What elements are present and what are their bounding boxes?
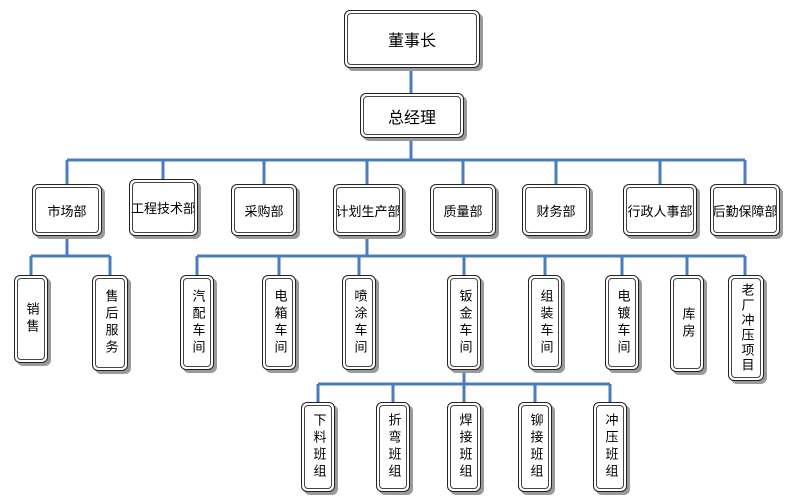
node-team-bending: 折弯班组 bbox=[376, 402, 410, 492]
node-dept-quality: 质量部 bbox=[430, 184, 496, 236]
node-label: 后勤保障部 bbox=[712, 204, 778, 220]
node-label: 市场部 bbox=[47, 204, 87, 220]
node-gm: 总经理 bbox=[360, 93, 464, 138]
node-label: 老厂冲压项目 bbox=[738, 283, 754, 373]
node-old-factory-stamping: 老厂冲压项目 bbox=[728, 275, 764, 381]
node-label: 计划生产部 bbox=[335, 204, 401, 220]
node-label: 焊接班组 bbox=[456, 413, 472, 481]
node-sales: 销售 bbox=[14, 275, 48, 363]
node-dept-finance: 财务部 bbox=[522, 184, 590, 236]
node-label: 董事长 bbox=[387, 31, 436, 50]
node-label: 电箱车间 bbox=[271, 288, 287, 357]
node-team-riveting: 铆接班组 bbox=[518, 402, 552, 492]
node-label: 下料班组 bbox=[310, 413, 326, 481]
node-workshop-assembly: 组装车间 bbox=[528, 275, 562, 370]
node-label: 销售 bbox=[23, 302, 39, 336]
node-label: 采购部 bbox=[244, 204, 284, 220]
node-workshop-plating: 电镀车间 bbox=[605, 275, 639, 370]
node-label: 工程技术部 bbox=[130, 202, 196, 217]
node-dept-hr: 行政人事部 bbox=[623, 184, 697, 236]
node-label: 电镀车间 bbox=[614, 288, 630, 357]
node-dept-logistics: 后勤保障部 bbox=[710, 184, 780, 236]
node-label: 喷涂车间 bbox=[351, 288, 367, 357]
node-label: 钣金车间 bbox=[456, 288, 472, 357]
node-label: 折弯班组 bbox=[385, 413, 401, 481]
node-label: 总经理 bbox=[387, 107, 436, 127]
node-team-stamping: 冲压班组 bbox=[593, 402, 627, 492]
node-workshop-sheet-metal: 钣金车间 bbox=[447, 275, 481, 370]
node-workshop-auto-parts: 汽配车间 bbox=[180, 275, 214, 370]
node-team-cutting: 下料班组 bbox=[301, 402, 335, 492]
node-after-sales: 售后服务 bbox=[92, 275, 128, 371]
node-label: 库房 bbox=[679, 306, 695, 341]
node-label: 组装车间 bbox=[537, 288, 553, 357]
node-dept-engineering: 工程技术部 bbox=[129, 179, 198, 236]
node-chairman: 董事长 bbox=[344, 10, 480, 68]
node-label: 铆接班组 bbox=[527, 413, 543, 481]
node-label: 汽配车间 bbox=[189, 288, 205, 357]
node-workshop-spraying: 喷涂车间 bbox=[342, 275, 376, 370]
node-warehouse: 库房 bbox=[670, 275, 704, 372]
node-label: 财务部 bbox=[536, 204, 576, 220]
node-dept-market: 市场部 bbox=[32, 184, 102, 236]
node-dept-procurement: 采购部 bbox=[231, 184, 297, 236]
node-label: 质量部 bbox=[443, 204, 483, 220]
node-label: 行政人事部 bbox=[627, 204, 693, 220]
node-team-welding: 焊接班组 bbox=[447, 402, 481, 492]
node-workshop-electrical-box: 电箱车间 bbox=[262, 275, 296, 370]
node-label: 冲压班组 bbox=[602, 413, 618, 481]
node-dept-production: 计划生产部 bbox=[333, 184, 403, 236]
node-label: 售后服务 bbox=[102, 289, 118, 357]
